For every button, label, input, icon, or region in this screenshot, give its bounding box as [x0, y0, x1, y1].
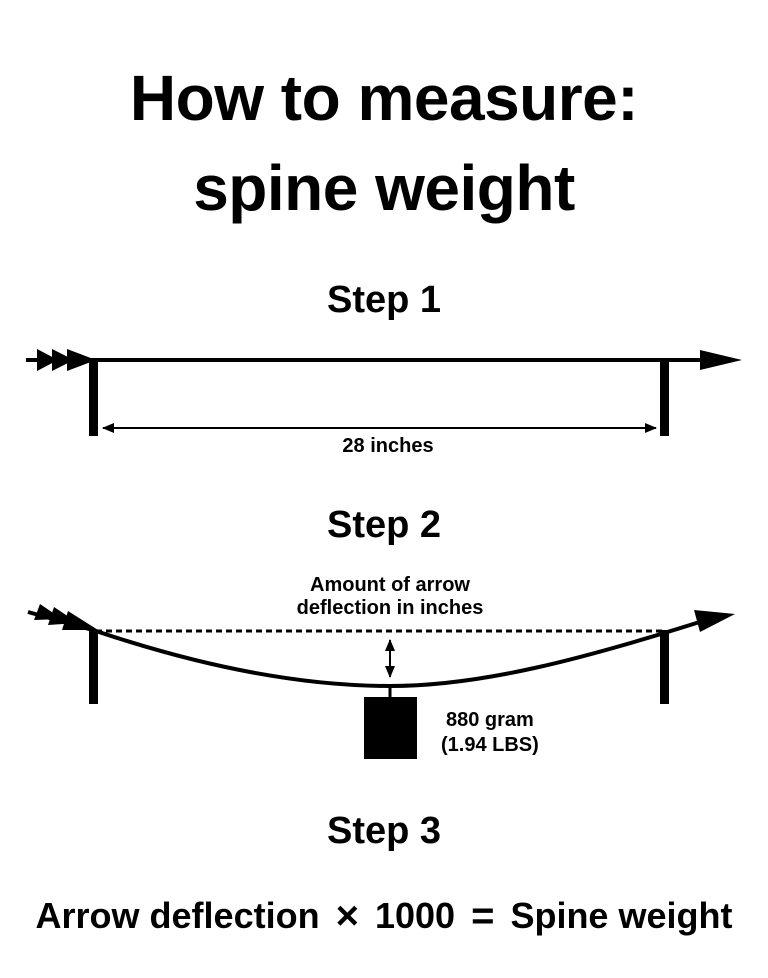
- fletching-icon: [34, 604, 98, 630]
- formula-result: Spine weight: [510, 895, 733, 937]
- span-length-label: 28 inches: [342, 435, 434, 457]
- weight-block: [364, 697, 417, 759]
- left-support-post: [89, 360, 98, 436]
- formula-term-multiplier: 1000: [374, 895, 456, 937]
- equals-icon: =: [471, 894, 495, 939]
- title-line-1: How to measure:: [129, 62, 639, 134]
- deflection-label-line-2: deflection in inches: [296, 597, 484, 619]
- step-1-diagram: [26, 349, 742, 436]
- bent-arrow-shaft: [27, 610, 707, 689]
- right-support-post: [660, 360, 669, 436]
- spine-formula: Arrow deflection × 1000 = Spine weight: [0, 896, 768, 936]
- left-support-post: [89, 630, 98, 704]
- step-1-heading: Step 1: [326, 279, 442, 321]
- weight-label-grams: 880 gram: [446, 709, 534, 731]
- title-line-2: spine weight: [193, 152, 575, 224]
- right-support-post: [660, 630, 669, 704]
- step-3-heading: Step 3: [326, 810, 442, 852]
- arrowhead-icon: [694, 610, 735, 632]
- deflection-label-line-1: Amount of arrow: [310, 574, 470, 596]
- fletching-icon: [37, 349, 96, 371]
- weight-label-pounds: (1.94 LBS): [441, 734, 539, 756]
- step-2-heading: Step 2: [326, 504, 442, 546]
- step-2-diagram: [27, 604, 735, 759]
- multiply-icon: ×: [335, 894, 359, 939]
- arrowhead-icon: [700, 350, 742, 370]
- formula-term-deflection: Arrow deflection: [35, 895, 320, 937]
